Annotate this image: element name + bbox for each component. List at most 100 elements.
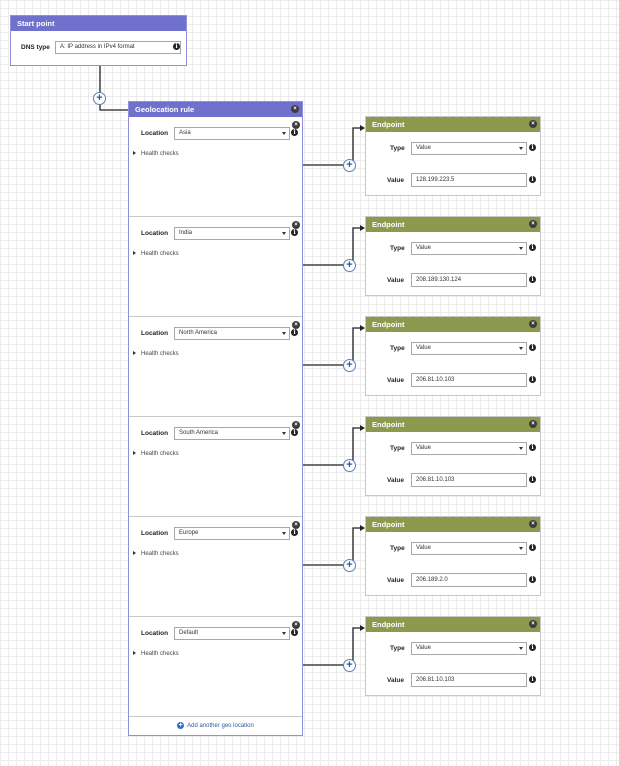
location-select[interactable]: Default [174, 627, 290, 640]
close-icon[interactable]: × [529, 420, 537, 428]
arrow-head [360, 525, 365, 531]
endpoint-type-label: Type [390, 345, 405, 352]
info-icon[interactable]: i [529, 444, 536, 451]
info-icon[interactable]: i [291, 429, 298, 436]
endpoint-type-label: Type [390, 545, 405, 552]
info-icon[interactable]: i [529, 644, 536, 651]
location-select[interactable]: North America [174, 327, 290, 340]
add-endpoint-plus-button[interactable]: + [343, 259, 356, 272]
close-icon[interactable]: × [292, 121, 300, 129]
health-checks-toggle[interactable]: Health checks [133, 251, 179, 257]
health-checks-toggle[interactable]: Health checks [133, 651, 179, 657]
endpoint-value-input[interactable]: 206.81.10.103 [411, 373, 527, 387]
health-checks-toggle[interactable]: Health checks [133, 351, 179, 357]
endpoint-type-label: Type [390, 645, 405, 652]
location-value: Europe [179, 530, 199, 536]
info-icon[interactable]: i [291, 329, 298, 336]
add-endpoint-plus-button[interactable]: + [343, 459, 356, 472]
add-endpoint-plus-button[interactable]: + [343, 159, 356, 172]
info-icon[interactable]: i [529, 244, 536, 251]
health-checks-toggle[interactable]: Health checks [133, 151, 179, 157]
endpoint-value-input[interactable]: 128.199.223.5 [411, 173, 527, 187]
arrow-head [360, 125, 365, 131]
dns-type-label: DNS type [21, 44, 50, 51]
health-checks-label: Health checks [141, 151, 179, 157]
info-icon[interactable]: i [529, 376, 536, 383]
plus-icon: + [177, 722, 185, 729]
endpoint-node: Endpoint × Type Value i Value 206.189.2.… [365, 516, 541, 596]
add-endpoint-plus-button[interactable]: + [343, 359, 356, 372]
close-icon[interactable]: × [529, 320, 537, 328]
location-select[interactable]: India [174, 227, 290, 240]
close-icon[interactable]: × [529, 220, 537, 228]
endpoint-header: Endpoint × [366, 617, 540, 632]
endpoint-type-value: Value [416, 645, 431, 651]
info-icon[interactable]: i [529, 576, 536, 583]
info-icon[interactable]: i [529, 144, 536, 151]
chevron-down-icon [519, 147, 523, 150]
endpoint-value-input[interactable]: 208.189.130.124 [411, 273, 527, 287]
triangle-right-icon [133, 151, 136, 156]
location-value: India [179, 230, 193, 236]
close-icon[interactable]: × [291, 105, 299, 113]
endpoint-type-value: Value [416, 145, 431, 151]
add-geo-location-button[interactable]: +Add another geo location [129, 722, 302, 729]
close-icon[interactable]: × [529, 120, 537, 128]
endpoint-type-select[interactable]: Value [411, 642, 527, 655]
info-icon[interactable]: i [529, 176, 536, 183]
chevron-down-icon [282, 132, 286, 135]
endpoint-type-label: Type [390, 145, 405, 152]
close-icon[interactable]: × [292, 321, 300, 329]
health-checks-toggle[interactable]: Health checks [133, 551, 179, 557]
location-select[interactable]: Europe [174, 527, 290, 540]
close-icon[interactable]: × [292, 621, 300, 629]
endpoint-type-value: Value [416, 345, 431, 351]
endpoint-type-select[interactable]: Value [411, 242, 527, 255]
chevron-down-icon [282, 532, 286, 535]
close-icon[interactable]: × [529, 620, 537, 628]
endpoint-value-input[interactable]: 206.81.10.103 [411, 673, 527, 687]
close-icon[interactable]: × [292, 421, 300, 429]
close-icon[interactable]: × [292, 221, 300, 229]
dns-type-select[interactable]: A: IP address in IPv4 format [55, 41, 181, 54]
close-icon[interactable]: × [529, 520, 537, 528]
chevron-down-icon [519, 247, 523, 250]
info-icon[interactable]: i [529, 676, 536, 683]
endpoint-value: 128.199.223.5 [416, 177, 455, 183]
endpoint-title: Endpoint [372, 120, 405, 129]
triangle-right-icon [133, 251, 136, 256]
add-rule-plus-button[interactable]: + [93, 92, 106, 105]
health-checks-toggle[interactable]: Health checks [133, 451, 179, 457]
endpoint-title: Endpoint [372, 620, 405, 629]
plus-icon: + [346, 659, 353, 671]
endpoint-value-input[interactable]: 206.81.10.103 [411, 473, 527, 487]
triangle-right-icon [133, 351, 136, 356]
endpoint-header: Endpoint × [366, 417, 540, 432]
plus-icon: + [346, 559, 353, 571]
info-icon[interactable]: i [529, 476, 536, 483]
info-icon[interactable]: i [291, 529, 298, 536]
endpoint-value-input[interactable]: 206.189.2.0 [411, 573, 527, 587]
endpoint-type-select[interactable]: Value [411, 442, 527, 455]
info-icon[interactable]: i [529, 344, 536, 351]
plus-icon: + [346, 459, 353, 471]
info-icon[interactable]: i [529, 276, 536, 283]
info-icon[interactable]: i [529, 544, 536, 551]
arrow-head [360, 625, 365, 631]
info-icon[interactable]: i [291, 229, 298, 236]
info-icon[interactable]: i [291, 629, 298, 636]
endpoint-type-select[interactable]: Value [411, 542, 527, 555]
endpoint-type-select[interactable]: Value [411, 342, 527, 355]
info-icon[interactable]: i [291, 129, 298, 136]
add-endpoint-plus-button[interactable]: + [343, 659, 356, 672]
location-select[interactable]: South America [174, 427, 290, 440]
add-endpoint-plus-button[interactable]: + [343, 559, 356, 572]
endpoint-type-label: Type [390, 445, 405, 452]
info-icon[interactable]: i [173, 43, 180, 50]
health-checks-label: Health checks [141, 251, 179, 257]
close-icon[interactable]: × [292, 521, 300, 529]
health-checks-label: Health checks [141, 451, 179, 457]
location-select[interactable]: Asia [174, 127, 290, 140]
endpoint-type-select[interactable]: Value [411, 142, 527, 155]
endpoint-node: Endpoint × Type Value i Value 206.81.10.… [365, 316, 541, 396]
